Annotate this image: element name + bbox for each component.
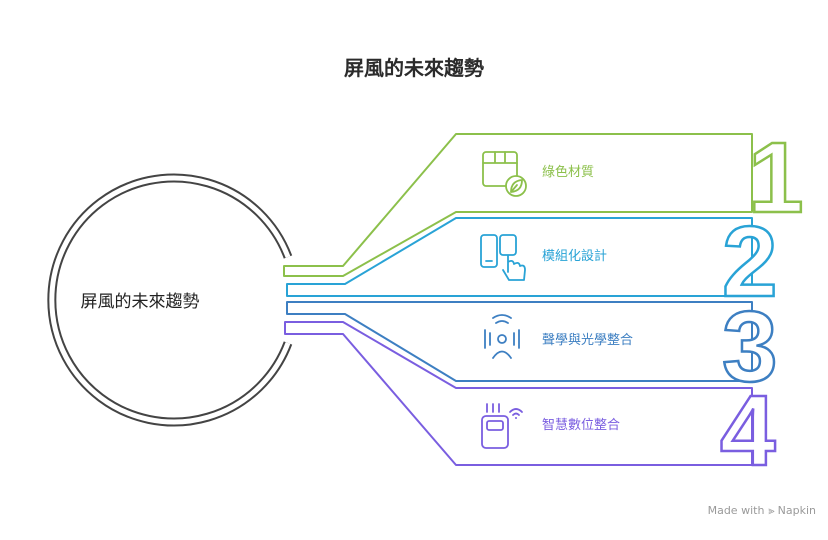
footer-brand: Napkin: [777, 504, 816, 517]
branch-3-path: [286, 301, 753, 382]
item-4-label: 智慧數位整合: [542, 418, 621, 433]
item-2-label: 模組化設計: [542, 249, 608, 264]
branch-1-path: [283, 133, 753, 277]
footer-attribution: Made with⫸Napkin: [708, 504, 816, 518]
page-title: 屏風的未來趨勢: [344, 56, 484, 80]
napkin-logo-icon: ⫸: [768, 504, 775, 517]
box-leaf-icon: [482, 151, 527, 197]
number-4: 4: [720, 375, 776, 487]
number-3: 3: [722, 291, 778, 403]
branch-2-path: [286, 217, 753, 297]
item-3-label: 聲學與光學整合: [542, 333, 634, 348]
smart-device-wifi-icon: [481, 403, 523, 449]
person-soundwaves-icon: [484, 314, 520, 359]
item-1-label: 綠色材質: [542, 165, 595, 180]
number-1: 1: [748, 122, 804, 234]
branch-4-path: [284, 321, 753, 466]
modular-devices-hand-icon: [480, 234, 526, 281]
footer-made-with: Made with: [707, 504, 765, 517]
number-2: 2: [722, 206, 778, 318]
hub-label: 屏風的未來趨勢: [80, 292, 200, 312]
hub-ring-inner: [49, 175, 291, 425]
